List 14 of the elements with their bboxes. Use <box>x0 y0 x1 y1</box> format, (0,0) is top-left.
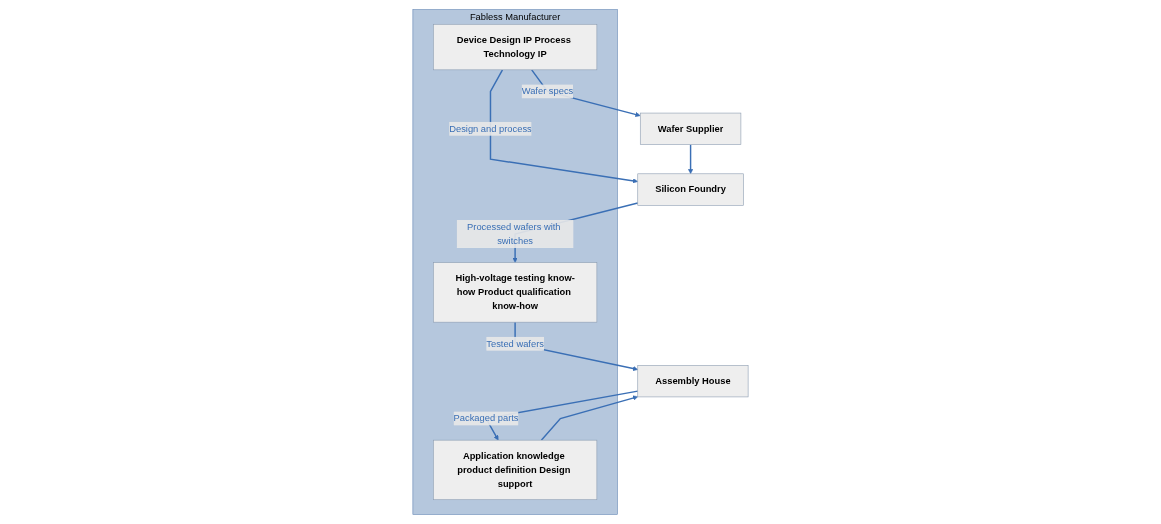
node-box: Application knowledge product definition Design support <box>433 439 598 501</box>
node-box: Wafer Supplier <box>639 112 742 145</box>
edge-label: Processed wafers with switches <box>467 221 561 246</box>
edge-label: Wafer specs <box>521 86 574 97</box>
arrow <box>489 69 638 184</box>
edge-label: Tested wafers <box>486 338 544 349</box>
node-box: Silicon Foundry <box>637 173 744 206</box>
node-box: Device Design IP Process Technology IP <box>433 24 598 71</box>
node-box: High-voltage testing know-how Product qualification know-how <box>433 262 598 323</box>
node-box: Assembly House <box>637 365 749 398</box>
edge-label: Packaged parts <box>453 413 519 424</box>
edge-label: Design and process <box>449 123 532 134</box>
arrow <box>540 395 638 441</box>
arrow <box>688 143 694 175</box>
